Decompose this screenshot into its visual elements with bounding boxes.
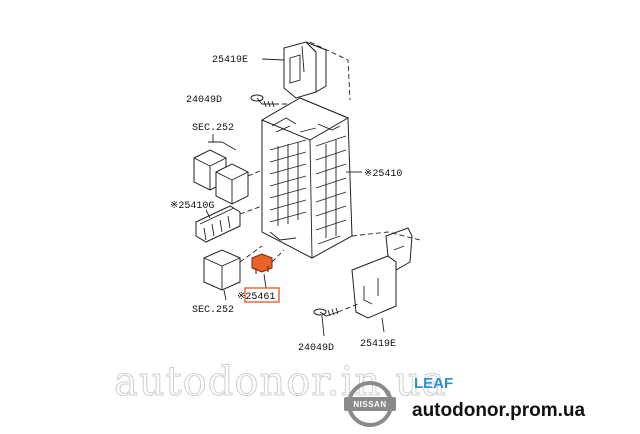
model-name: LEAF	[414, 375, 453, 392]
label-junction-box: ※25410	[364, 169, 402, 180]
bottom-screw	[313, 303, 359, 317]
label-sec-top: SEC.252	[192, 123, 234, 134]
label-bracket-top: 25419E	[212, 55, 248, 66]
relay-pair	[193, 149, 263, 205]
label-relay-holder: ※25410G	[170, 201, 214, 212]
leader-sec-bottom	[223, 289, 227, 301]
leader-sec-top	[208, 134, 237, 151]
label-fuse: ※25461	[237, 292, 275, 303]
junction-box	[260, 97, 353, 259]
label-sec-bottom: SEC.252	[192, 305, 234, 316]
relay-holder	[195, 205, 263, 243]
leader-bracket-bottom	[381, 317, 385, 333]
watermark: autodonor.in.ua	[114, 359, 447, 405]
leader-relay-holder	[205, 209, 211, 219]
relay-single	[203, 245, 263, 291]
fuse-grid	[269, 135, 347, 238]
top-bracket	[283, 41, 351, 101]
fuse-25461	[251, 249, 285, 274]
nissan-logo: NISSAN	[344, 381, 396, 427]
label-screw-top: 24049D	[186, 95, 222, 106]
top-screw	[250, 94, 292, 108]
label-bracket-bottom: 25419E	[360, 339, 396, 350]
leader-screw-bottom	[321, 315, 325, 337]
fuse-label-highlight	[244, 287, 280, 303]
site-url: autodonor.prom.ua	[412, 400, 586, 421]
label-screw-bottom: 24049D	[298, 343, 334, 354]
nissan-logo-text: NISSAN	[353, 400, 386, 409]
leader-fuse	[263, 273, 267, 289]
bottom-bracket	[351, 227, 421, 319]
leader-bracket-top	[261, 58, 285, 61]
